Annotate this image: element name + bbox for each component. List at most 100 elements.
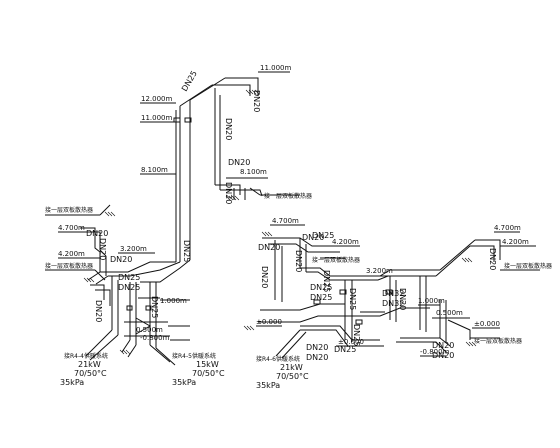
low-run-1: [100, 261, 176, 273]
dn-7: DN20: [98, 238, 107, 260]
elev-32-a: 3.200m: [120, 245, 147, 253]
note-diag-3: [249, 187, 261, 196]
dn-15: DN20: [302, 233, 324, 242]
dn-19: DN25: [310, 283, 332, 292]
note-4: 接一层双板散热器: [312, 256, 360, 264]
r-valve-a: [339, 289, 347, 295]
dn-26: DN20: [398, 288, 407, 310]
r-valve-d: [355, 319, 363, 325]
right-hatching: [243, 231, 477, 347]
bot-2: [127, 344, 137, 358]
drop-branch: [215, 184, 241, 195]
rhatch-3: [465, 341, 477, 347]
low-run-5: [95, 275, 109, 285]
dn-32: DN20: [488, 248, 497, 270]
elev-m08-a: -0.800m: [140, 334, 170, 342]
note-6: 接一层双板散热器: [474, 337, 522, 345]
dn-2: DN20: [224, 118, 233, 140]
rhatch-1: [261, 231, 273, 237]
dn-20: DN25: [310, 293, 332, 302]
elev-42-a: 4.200m: [58, 250, 85, 258]
r-00-run: [258, 307, 430, 323]
dn-25: DN32: [382, 299, 404, 308]
r-m08-run-2: [396, 341, 447, 353]
sys-name-l1: 接R4-4供暖系统: [64, 352, 108, 360]
sys-load-l2: 15kW: [196, 360, 219, 369]
sys-press-l2: 35kPa: [172, 378, 196, 387]
dn-30: DN20: [432, 341, 454, 350]
sys-press-r: 35kPa: [256, 381, 280, 390]
dn-8: DN20: [110, 255, 132, 264]
r-lead-2: [281, 331, 307, 359]
dn-22: DN25: [322, 270, 331, 292]
rad-low-a: [90, 284, 105, 300]
top-pipe: [225, 77, 259, 96]
lead-left: [89, 334, 119, 361]
r-top-rad-2: [470, 245, 495, 262]
valve-c: [126, 305, 133, 311]
elev-47-c: 4.700m: [494, 224, 521, 232]
elev-47-b: 4.700m: [272, 217, 299, 225]
dn-6: DN20: [86, 229, 108, 238]
dn-23: DN25: [352, 324, 361, 346]
elev-05-b: 0.500m: [436, 309, 463, 317]
elev-11-left: 11.000m: [141, 114, 172, 122]
elev-00-c: ±0.000: [338, 338, 364, 346]
dn-24: DN32: [382, 289, 404, 298]
low-run-2: [108, 261, 181, 277]
sys-load-l1: 21kW: [78, 360, 101, 369]
dn-1: DN25: [180, 69, 199, 93]
rad-low-b: [95, 289, 111, 306]
r-10-run: [260, 303, 345, 311]
r-up-1: [262, 237, 345, 247]
rhatch-2: [461, 257, 473, 263]
valve-b: [173, 117, 181, 123]
note-diag-2: [94, 269, 106, 281]
dn-29: DN25: [334, 345, 356, 354]
dn-9: DN25: [182, 240, 191, 262]
hatch-left-bot: [119, 349, 131, 355]
dn-13: DN25: [150, 296, 159, 318]
elev-8-right: 8.100m: [240, 168, 267, 176]
note-labels: 接一层双板散热器 接一层双板散热器 接一层双板散热器 接一层双板散热器 接一层双…: [45, 192, 552, 345]
dn-4: DN20: [228, 158, 250, 167]
r-32-run-2: [306, 271, 436, 281]
sys-temp-l2: 70/50°C: [192, 369, 225, 378]
dn-21: DN25: [348, 288, 357, 310]
r-lead: [275, 329, 301, 357]
drop-branch-2: [220, 189, 263, 197]
elev-m08-b: -0.800m: [420, 348, 450, 356]
r-top-rad: [475, 239, 501, 260]
hatch-left-top: [104, 211, 116, 217]
elev-10-b: 1.000m: [418, 297, 445, 305]
note-1: 接一层双板散热器: [45, 206, 93, 214]
left-system-block-2: 接R4-5供暖系统 15kW 70/50°C 35kPa: [172, 352, 225, 387]
note-diag-1: [99, 204, 111, 216]
right-system-block: 接R4-6供暖系统 21kW 70/50°C 35kPa: [256, 355, 309, 390]
elev-47-a: 4.700m: [58, 224, 85, 232]
r-riser-1: [439, 239, 476, 271]
right-system-piping: [258, 237, 501, 359]
hatching: [83, 89, 260, 355]
dn-10: DN25: [118, 273, 140, 282]
dn-16: DN25: [312, 231, 334, 240]
r-low-run: [300, 325, 380, 341]
left-system-block-1: 接R4-4供暖系统 21kW 70/50°C 35kPa: [60, 352, 108, 387]
r-32-run: [300, 267, 440, 277]
hatch-drop: [225, 195, 240, 201]
dn-14: DN20: [258, 243, 280, 252]
elev-00-d: ±0.000: [474, 320, 500, 328]
cross-a: [135, 317, 152, 335]
dn-28: DN20: [306, 353, 328, 362]
note-5: 接一层双板散热器: [504, 262, 552, 270]
elev-32-b: 3.200m: [366, 267, 393, 275]
dn-5: DN20: [224, 182, 233, 204]
riser-diag-2: [179, 84, 213, 107]
dn-17: DN20: [260, 266, 269, 288]
riser-diag-1: [189, 77, 226, 101]
note-3: 接一层双板散热器: [264, 192, 312, 200]
elev-12-left: 12.000m: [141, 95, 172, 103]
rhatch-4: [243, 325, 255, 331]
elevation-labels: 11.000m 12.000m 11.000m 8.100m 8.100m 4.…: [58, 64, 529, 356]
sys-temp-r: 70/50°C: [276, 372, 309, 381]
